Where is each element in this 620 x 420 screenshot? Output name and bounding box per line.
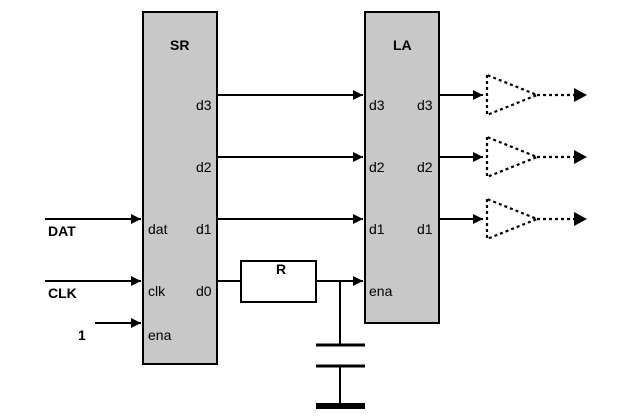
- sr-output-d0: d0: [196, 283, 212, 299]
- la-output-d1: d1: [417, 221, 433, 237]
- arrow-out-d3: [574, 88, 587, 102]
- resistor: [240, 260, 317, 303]
- shift-register-title: SR: [170, 37, 189, 53]
- shift-register-block: [142, 11, 218, 365]
- buffer-d3: [485, 73, 540, 117]
- sr-output-d3: d3: [196, 97, 212, 113]
- sr-input-dat: dat: [148, 221, 168, 237]
- la-input-d3: d3: [369, 97, 385, 113]
- sr-input-clk: clk: [148, 283, 166, 299]
- la-output-d3: d3: [417, 97, 433, 113]
- sr-output-d2: d2: [196, 159, 212, 175]
- signal-clk-label: CLK: [48, 285, 77, 301]
- buffer-d2: [485, 135, 540, 179]
- la-output-d2: d2: [417, 159, 433, 175]
- la-input-d2: d2: [369, 159, 385, 175]
- sr-input-ena: ena: [148, 327, 172, 343]
- sr-output-d1: d1: [196, 221, 212, 237]
- signal-ena-const-label: 1: [78, 327, 86, 343]
- latch-title: LA: [393, 37, 412, 53]
- buffer-d1: [485, 197, 540, 241]
- la-input-ena: ena: [369, 283, 393, 299]
- arrow-out-d1: [574, 212, 587, 226]
- arrow-out-d2: [574, 150, 587, 164]
- la-input-d1: d1: [369, 221, 385, 237]
- signal-dat-label: DAT: [48, 223, 76, 239]
- resistor-label: R: [276, 261, 286, 277]
- latch-block: [364, 11, 440, 324]
